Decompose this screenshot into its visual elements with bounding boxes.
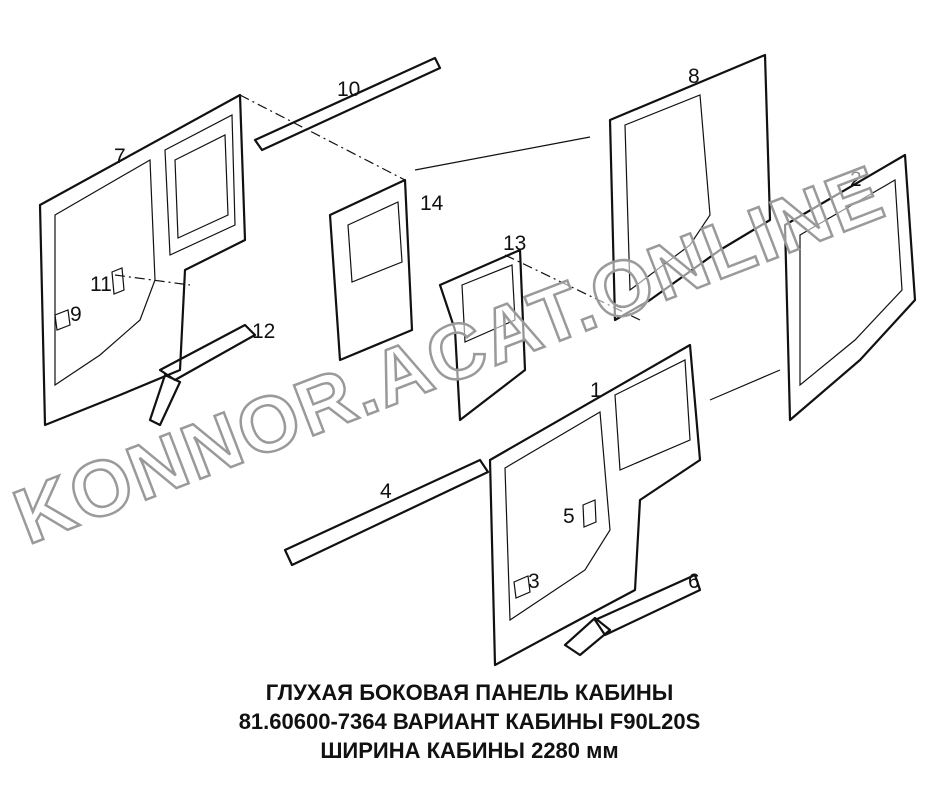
callout-2: 2 [850,168,862,191]
assembly-line [114,94,641,321]
watermark-text: KONNOR.ACAT.ONLINE [3,148,896,561]
caption: ГЛУХАЯ БОКОВАЯ ПАНЕЛЬ КАБИНЫ 81.60600-73… [0,678,939,765]
part-5-bracket [582,499,597,528]
part-8-side-frame [608,53,772,322]
part-1-side-panel [488,343,702,667]
callout-13: 13 [503,232,526,255]
part-3-bracket [513,575,531,599]
callout-5: 5 [563,505,575,528]
part-10-rail [253,56,442,152]
part-7-side-frame [38,93,247,427]
assembly-line-solid [414,136,781,401]
callout-4: 4 [380,480,392,503]
part-9-bracket [54,309,71,331]
part-12-sill [148,323,257,427]
caption-title: ГЛУХАЯ БОКОВАЯ ПАНЕЛЬ КАБИНЫ [265,680,674,705]
callout-labels: 1 2 3 4 5 6 7 8 9 10 11 12 13 14 [70,65,862,593]
part-4-rail [283,458,490,567]
callout-8: 8 [688,65,700,88]
callout-9: 9 [70,303,82,326]
caption-part-number: 81.60600-7364 ВАРИАНТ КАБИНЫ F90L20S [238,709,701,734]
part-6-sill [563,573,702,657]
part-14-panel [328,178,414,362]
callout-12: 12 [252,320,275,343]
callout-10: 10 [337,78,360,101]
callout-1: 1 [590,379,602,402]
part-11-bracket [111,267,125,295]
callout-7: 7 [114,145,126,168]
callout-11: 11 [90,273,112,296]
part-2-door-frame [783,153,917,422]
callout-3: 3 [528,570,540,593]
callout-14: 14 [420,192,444,215]
callout-6: 6 [688,570,700,593]
caption-cab-width: ШИРИНА КАБИНЫ 2280 мм [320,738,619,763]
